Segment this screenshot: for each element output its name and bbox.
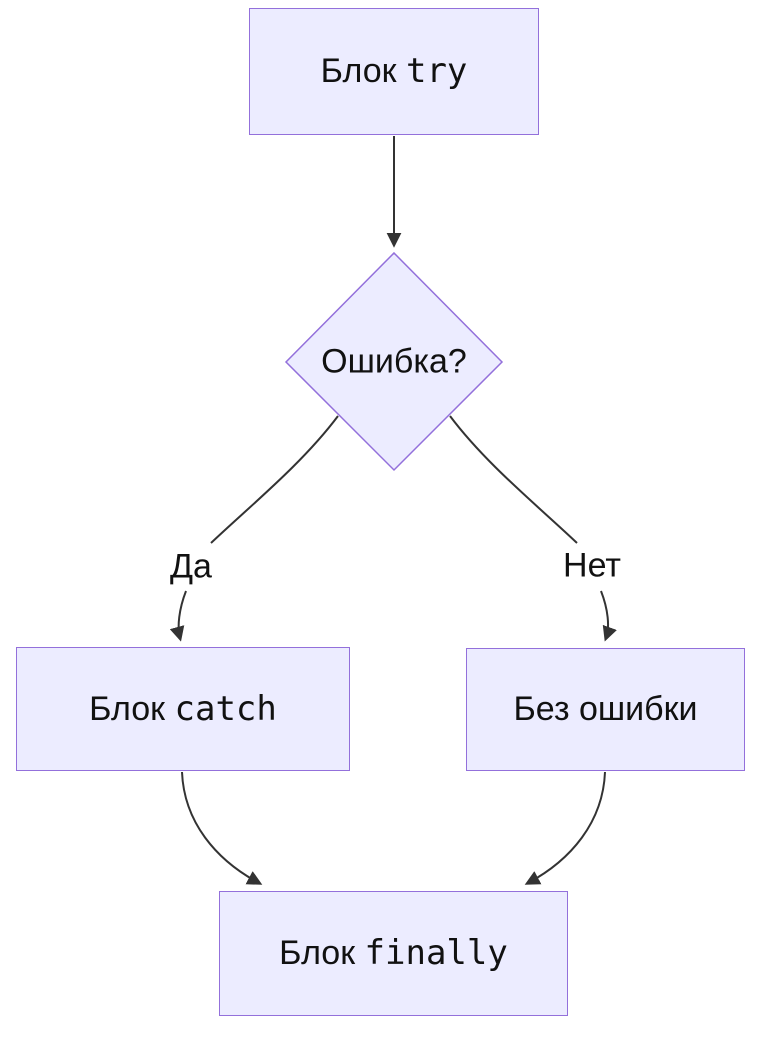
node-catch-label-code: catch bbox=[174, 688, 277, 729]
node-try-label-code: try bbox=[405, 51, 468, 92]
edge-decision-to-no-label bbox=[449, 415, 578, 544]
node-try-label: Блок try bbox=[321, 51, 468, 92]
node-no-error-block: Без ошибки bbox=[466, 648, 745, 771]
edge-no-error-to-finally bbox=[524, 771, 606, 885]
node-finally-label-code: finally bbox=[364, 933, 508, 974]
node-catch-label-plain: Блок bbox=[89, 689, 166, 728]
edge-label-no: Нет bbox=[563, 546, 621, 585]
edge-yes-label-to-catch bbox=[169, 590, 187, 642]
edge-catch-to-finally bbox=[181, 771, 263, 885]
node-finally-block: Блок finally bbox=[219, 891, 568, 1016]
node-decision-label: Ошибка? bbox=[321, 342, 467, 381]
node-no-error-label: Без ошибки bbox=[513, 689, 697, 730]
edge-no-label-to-no-error bbox=[600, 590, 617, 642]
node-try-label-plain: Блок bbox=[320, 52, 397, 91]
node-try-block: Блок try bbox=[249, 8, 539, 135]
node-finally-label-plain: Блок bbox=[279, 934, 356, 973]
edge-label-yes: Да bbox=[170, 547, 212, 586]
decision-diamond-shape bbox=[284, 251, 504, 472]
node-catch-block: Блок catch bbox=[16, 647, 350, 771]
node-no-error-label-plain: Без ошибки bbox=[513, 690, 698, 729]
edge-decision-to-yes-label bbox=[210, 415, 339, 544]
node-finally-label: Блок finally bbox=[279, 933, 508, 974]
node-catch-label: Блок catch bbox=[89, 689, 277, 730]
